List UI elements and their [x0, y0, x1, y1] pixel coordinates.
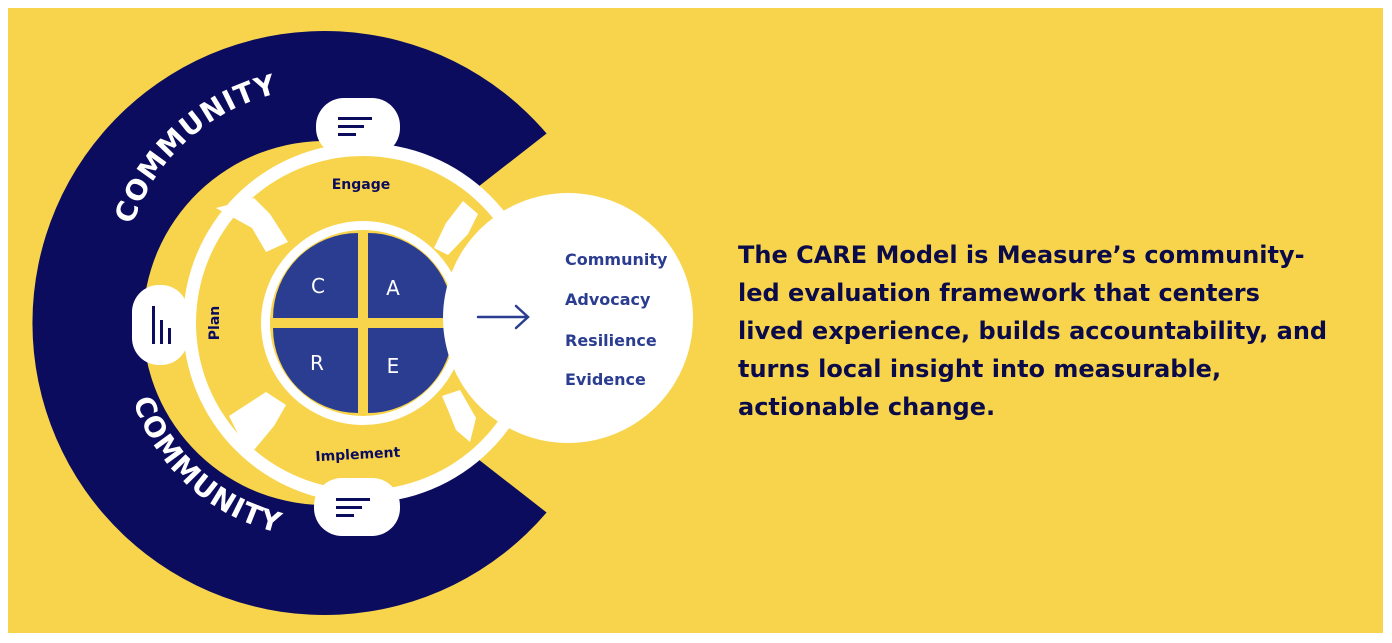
quadrant-a-letter: A [386, 276, 400, 300]
quadrant-a [368, 233, 453, 318]
arrow-right-icon [476, 304, 530, 330]
description-line: turns local insight into measurable, [738, 355, 1222, 383]
community-ring [32, 30, 547, 615]
care-diagram: COMMUNITY COMMUNITY C A R [32, 30, 693, 615]
quadrant-c [273, 233, 358, 318]
acronym-resilience: Resilience [565, 331, 657, 350]
description-line: lived experience, builds accountability,… [738, 317, 1328, 345]
care-model-panel: COMMUNITY COMMUNITY C A R [8, 8, 1383, 633]
stage-separators [216, 198, 478, 450]
acronym-circle [443, 193, 693, 443]
care-quadrants [273, 233, 453, 413]
quadrant-r-letter: R [310, 351, 324, 375]
acronym-advocacy: Advocacy [565, 290, 651, 309]
text-lines-icon [314, 478, 400, 536]
quadrant-c-letter: C [311, 274, 325, 298]
acronym-evidence: Evidence [565, 370, 646, 389]
stage-plan: Plan [207, 306, 223, 340]
quadrant-e-letter: E [387, 354, 400, 378]
description-line: The CARE Model is Measure’s community- [738, 241, 1305, 269]
text-lines-icon [316, 98, 400, 156]
quadrant-e [368, 328, 453, 413]
description-line: led evaluation framework that centers [738, 279, 1260, 307]
stage-engage: Engage [332, 177, 391, 193]
quadrant-r [273, 328, 358, 413]
stage-implement: Implement [315, 445, 401, 465]
bar-lines-icon [132, 285, 188, 365]
acronym-community: Community [565, 250, 668, 269]
description-line: actionable change. [738, 393, 996, 421]
care-description: The CARE Model is Measure’s community- l… [738, 236, 1328, 426]
